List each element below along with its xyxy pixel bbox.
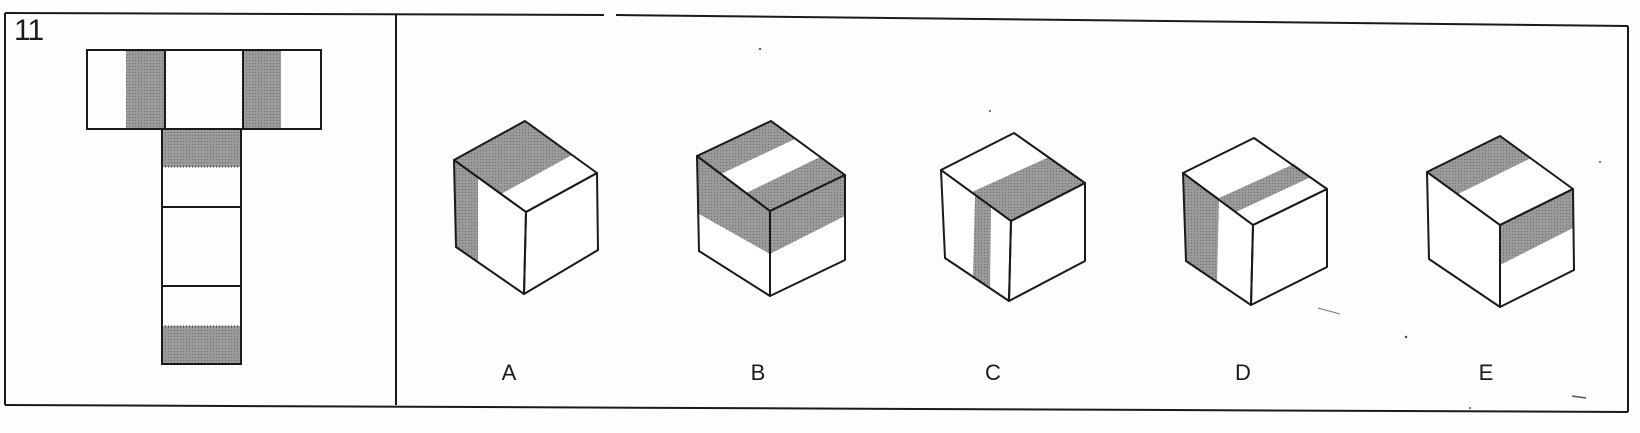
net-shade-3 [162, 129, 241, 167]
option-c-cube [940, 132, 1086, 302]
option-label-c[interactable]: C [985, 360, 1001, 385]
question-frame [4, 12, 1629, 413]
scan-specks [758, 47, 1601, 409]
option-label-e[interactable]: E [1478, 360, 1494, 385]
net-shade-4 [162, 326, 241, 364]
option-a-cube [453, 120, 599, 295]
option-e-cube [1426, 135, 1575, 308]
question-number: 11 [14, 14, 44, 47]
net-shade-1 [126, 50, 166, 129]
cube-net [86, 49, 322, 365]
option-label-a[interactable]: A [501, 360, 517, 385]
option-label-d[interactable]: D [1235, 360, 1251, 385]
net-shade-2 [243, 50, 281, 129]
option-d-cube [1182, 137, 1328, 306]
option-label-b[interactable]: B [750, 360, 766, 385]
option-b-cube [696, 120, 846, 297]
